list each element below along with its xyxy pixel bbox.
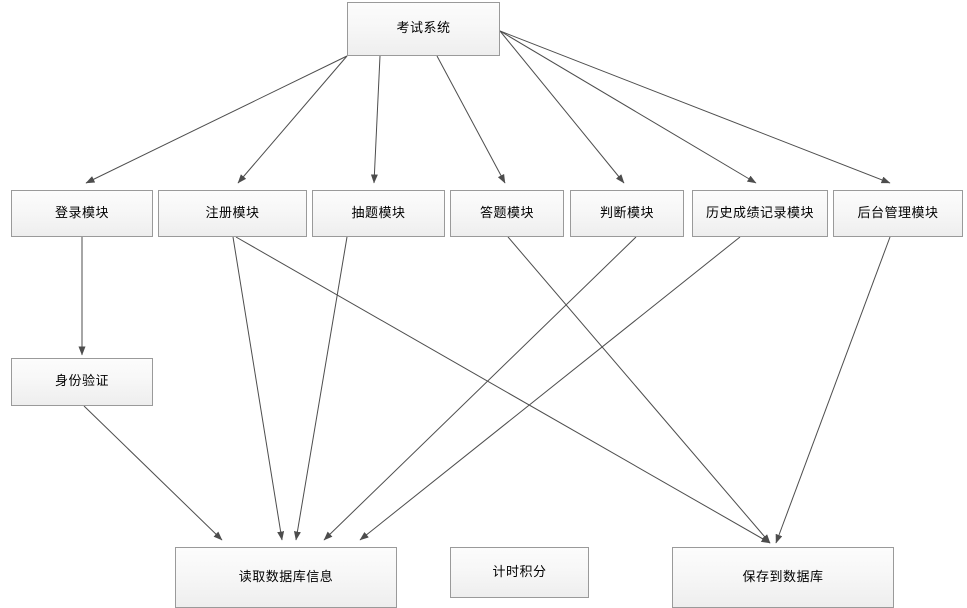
node-label: 后台管理模块 [857,205,939,221]
node-admin[interactable]: 后台管理模块 [833,190,963,237]
node-judge[interactable]: 判断模块 [570,190,684,237]
edge-auth-to-read [83,405,223,541]
node-label: 保存到数据库 [742,569,824,585]
node-label: 历史成绩记录模块 [705,205,814,221]
edge-root-to-admin [499,30,891,184]
edge-root-to-history [499,30,757,184]
node-login[interactable]: 登录模块 [11,190,153,237]
edge-group [78,30,891,544]
edge-admin-to-save [775,236,891,544]
edge-root-to-reg [237,55,348,184]
node-read[interactable]: 读取数据库信息 [175,547,397,608]
node-label: 考试系统 [396,21,451,37]
edge-draw-to-read [293,236,348,541]
edge-reg-to-read [232,236,285,541]
node-label: 答题模块 [479,205,534,221]
node-timer[interactable]: 计时积分 [450,547,589,598]
node-reg[interactable]: 注册模块 [158,190,307,237]
node-label: 计时积分 [492,564,547,580]
node-root[interactable]: 考试系统 [347,2,500,56]
node-answer[interactable]: 答题模块 [450,190,564,237]
node-history[interactable]: 历史成绩记录模块 [692,190,828,237]
edge-judge-to-read [323,236,637,541]
node-label: 读取数据库信息 [238,569,334,585]
node-label: 登录模块 [54,205,109,221]
node-label: 判断模块 [599,205,654,221]
edge-root-to-answer [436,55,506,184]
edge-root-to-judge [499,30,625,184]
edge-root-to-draw [370,55,381,184]
edge-answer-to-save [507,236,771,544]
node-label: 注册模块 [205,205,260,221]
node-draw[interactable]: 抽题模块 [312,190,445,237]
node-save[interactable]: 保存到数据库 [672,547,894,608]
node-label: 抽题模块 [351,205,406,221]
edge-history-to-read [359,236,741,541]
edge-reg-to-save [235,236,771,544]
node-label: 身份验证 [54,374,109,390]
edge-root-to-login [85,55,348,184]
node-auth[interactable]: 身份验证 [11,358,153,406]
